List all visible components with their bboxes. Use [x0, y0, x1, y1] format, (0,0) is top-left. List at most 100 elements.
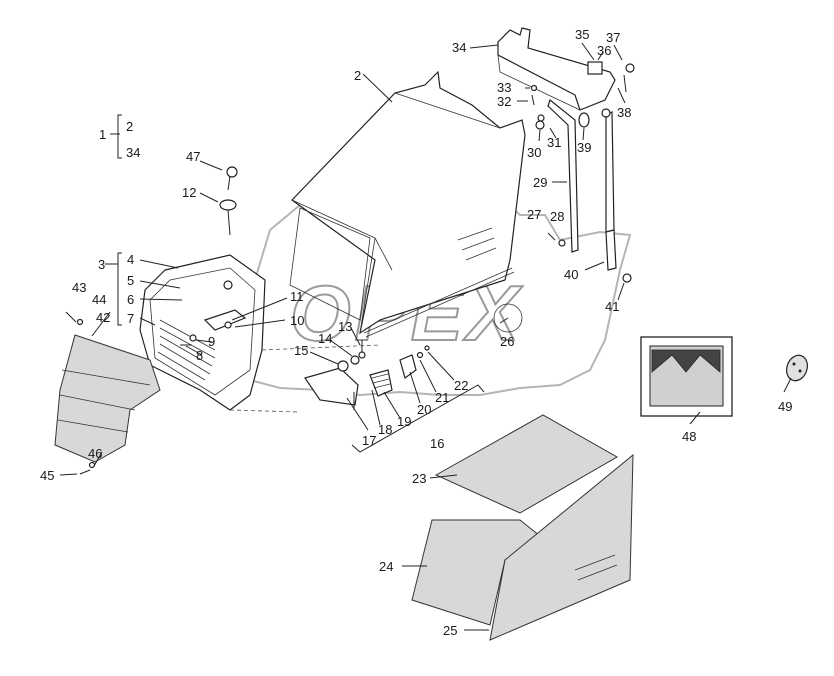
- ignition-parts: [219, 166, 238, 236]
- callout-4: 4: [127, 252, 134, 267]
- leader-line: [351, 384, 485, 453]
- bracket-block: [587, 61, 603, 75]
- callout-9: 9: [208, 334, 215, 349]
- leader-line: [429, 474, 458, 479]
- leader-line: [309, 351, 339, 365]
- leader-line: [91, 311, 111, 337]
- callout-49: 49: [778, 399, 792, 414]
- callout-19: 19: [397, 414, 411, 429]
- callout-36: 36: [597, 43, 611, 58]
- callout-22: 22: [454, 378, 468, 393]
- mesh-screen-ribs: [57, 369, 151, 433]
- leader-line: [783, 377, 792, 393]
- floor-panels: [411, 414, 634, 641]
- leader-line: [185, 345, 203, 356]
- washer-46: [88, 461, 96, 469]
- ignition-key-icon: [226, 166, 238, 178]
- plate-bracket-11: [203, 309, 247, 331]
- callout-24: 24: [379, 559, 393, 574]
- callout-28: 28: [550, 209, 564, 224]
- latch-spring-coils: [371, 373, 391, 389]
- bolt-45: [79, 469, 91, 475]
- leader-line: [139, 259, 179, 269]
- side-panel-grille: [157, 319, 216, 381]
- leader-line: [613, 44, 623, 61]
- callout-25: 25: [443, 623, 457, 638]
- callout-46: 46: [88, 446, 102, 461]
- cab-cover-seal: [363, 267, 515, 338]
- callout-29: 29: [533, 175, 547, 190]
- leader-line: [231, 297, 288, 321]
- latch-pin-22: [424, 345, 430, 351]
- emblem-49: [786, 354, 808, 382]
- latch-housing: [304, 367, 359, 406]
- cab-cover: [289, 70, 526, 338]
- callout-23: 23: [412, 471, 426, 486]
- washer-13: [358, 351, 366, 359]
- leader-line: [581, 42, 595, 61]
- gas-strut-upper: [605, 111, 615, 233]
- mesh-screen: [54, 334, 161, 463]
- leader-line: [59, 473, 78, 476]
- callout-33: 33: [497, 80, 511, 95]
- bolt-43: [65, 311, 77, 323]
- leader-line: [499, 317, 509, 324]
- ignition-key-shaft: [227, 175, 231, 191]
- callout-10: 10: [290, 313, 304, 328]
- rod-and-strut: [547, 98, 632, 283]
- panel-25: [489, 453, 634, 641]
- decal-logo-peaks: [651, 349, 721, 373]
- callout-31: 31: [547, 135, 561, 150]
- panel-25-slots: [574, 554, 618, 581]
- callout-2a: 2: [126, 119, 133, 134]
- emblem-disc: [786, 354, 808, 382]
- leader-line: [584, 261, 605, 271]
- callout-27: 27: [527, 207, 541, 222]
- callout-37: 37: [606, 30, 620, 45]
- callout-34: 34: [452, 40, 466, 55]
- callout-44: 44: [92, 292, 106, 307]
- leader-line: [139, 280, 181, 289]
- cab-cover-edge: [291, 92, 501, 334]
- top-bracket: [497, 27, 616, 111]
- decal-48: [640, 336, 733, 417]
- callout-40: 40: [564, 267, 578, 282]
- nut-14: [350, 355, 360, 365]
- callout-3: 3: [98, 257, 105, 272]
- latch-assembly: [304, 340, 430, 410]
- leader-line: [234, 319, 286, 328]
- callout-6: 6: [127, 292, 134, 307]
- callout-11: 11: [290, 289, 304, 304]
- callout-21: 21: [435, 390, 449, 405]
- bolt-27: [547, 232, 556, 241]
- gas-strut-ball: [622, 273, 632, 283]
- side-panel: [139, 254, 381, 413]
- bracket-bolt: [623, 74, 627, 93]
- callout-30: 30: [527, 145, 541, 160]
- leader-line: [617, 87, 626, 104]
- callout-7: 7: [127, 311, 134, 326]
- callout-32: 32: [497, 94, 511, 109]
- gas-strut-lower: [605, 229, 617, 271]
- leader-line: [346, 397, 369, 431]
- side-panel-bolt-hole: [223, 280, 233, 290]
- callout-38: 38: [617, 105, 631, 120]
- washer-15: [337, 360, 349, 372]
- callout-18: 18: [378, 422, 392, 437]
- callout-45: 45: [40, 468, 54, 483]
- callout-16: 16: [430, 436, 444, 451]
- leader-line: [195, 339, 213, 343]
- leader-line: [117, 252, 122, 326]
- leader-line: [689, 411, 701, 425]
- leader-lines: [59, 42, 792, 631]
- washer-30: [535, 120, 545, 130]
- emblem-dot-a: [792, 362, 796, 366]
- callout-20: 20: [417, 402, 431, 417]
- callout-8: 8: [196, 348, 203, 363]
- callout-47: 47: [186, 149, 200, 164]
- support-rod: [547, 98, 579, 253]
- cab-cover-louver: [457, 227, 497, 261]
- emblem-dot-b: [798, 369, 802, 373]
- leader-line: [139, 298, 183, 301]
- leader-line: [549, 127, 557, 139]
